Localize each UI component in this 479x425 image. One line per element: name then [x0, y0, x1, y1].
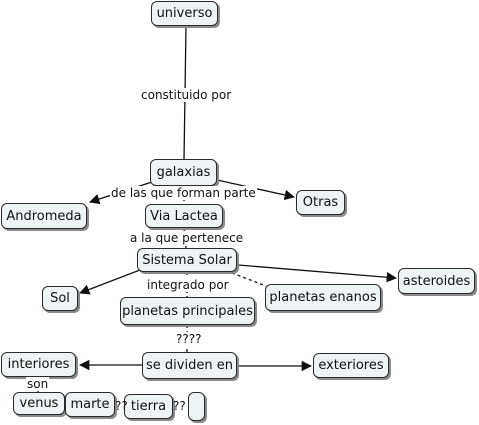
line-sistemasolar-enanos [231, 272, 267, 287]
link-label-constituido-por: constituido por [140, 88, 233, 102]
node-asteroides[interactable]: asteroides [398, 268, 475, 294]
line-sistemasolar-sol [79, 269, 141, 295]
node-andromeda[interactable]: Andromeda [1, 203, 87, 229]
node-sistema-solar[interactable]: Sistema Solar [137, 248, 237, 272]
node-planetas-enanos[interactable]: planetas enanos [265, 284, 381, 311]
node-via-lactea[interactable]: Via Lactea [145, 204, 223, 228]
node-planetas-principales[interactable]: planetas principales [120, 297, 255, 325]
line-sistemasolar-asteroides [237, 264, 398, 283]
node-venus[interactable]: venus [13, 392, 65, 415]
node-universo[interactable]: universo [151, 1, 218, 26]
link-label-de-las-que-forman-parte: de las que forman parte [110, 186, 257, 200]
node-marte[interactable]: marte [65, 392, 115, 417]
node-otras[interactable]: Otras [296, 190, 345, 215]
node-exteriores[interactable]: exteriores [313, 353, 389, 378]
link-label-a-la-que-pertenece: a la que pertenece [129, 231, 245, 245]
node-se-dividen-en[interactable]: se dividen en [142, 352, 237, 379]
link-label-question-marks: ???? [175, 332, 203, 346]
link-label-q1: ?? [115, 399, 128, 413]
node-interiores[interactable]: interiores [1, 352, 76, 377]
link-label-son: son [26, 377, 50, 391]
node-galaxias[interactable]: galaxias [150, 159, 217, 186]
node-sol[interactable]: Sol [42, 286, 78, 311]
link-label-integrado-por: integrado por [146, 278, 230, 292]
node-tierra[interactable]: tierra [124, 394, 173, 419]
link-label-q2: ?? [173, 399, 186, 413]
node-empty[interactable] [188, 392, 205, 421]
